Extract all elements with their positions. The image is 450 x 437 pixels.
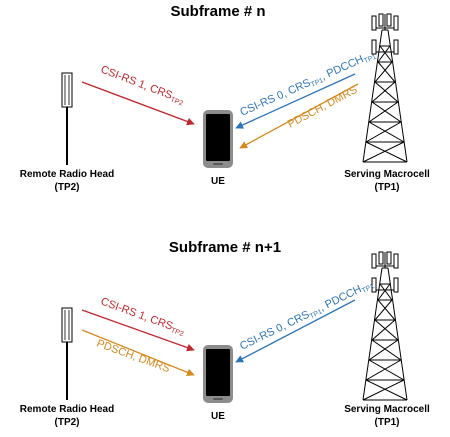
rrh-tp-label: (TP2) [55, 182, 80, 193]
panel-subframe-n-plus-1: Subframe # n+1 Remote Radio Head (TP2) U… [20, 239, 430, 428]
macro-tp-label: (TP1) [375, 182, 400, 193]
macro-tp-label: (TP1) [375, 417, 400, 428]
signal-arrow-data [239, 83, 359, 149]
signal-arrow-data [81, 329, 195, 377]
panel-title: Subframe # n [170, 3, 265, 20]
rrh-name-label: Remote Radio Head [20, 404, 114, 415]
macrocell-tower-icon [362, 13, 408, 163]
signal-arrow-macro-csi [235, 299, 356, 363]
signal-arrow-rrh-csi [81, 309, 195, 352]
smartphone-icon [203, 345, 233, 403]
signal-label-data: PDSCH, DMRS [95, 338, 171, 376]
signal-label-macro-csi: CSI-RS 0, CRSTP1, PDCCHTP1 [238, 278, 376, 354]
remote-radio-head-icon [61, 307, 73, 401]
macrocell-tower-icon [362, 251, 408, 401]
remote-radio-head-icon [61, 72, 73, 166]
rrh-tp-label: (TP2) [55, 417, 80, 428]
rrh-name-label: Remote Radio Head [20, 169, 114, 180]
macro-name-label: Serving Macrocell [344, 404, 430, 415]
macro-name-label: Serving Macrocell [344, 169, 430, 180]
signal-arrow-rrh-csi [81, 81, 195, 126]
panel-title: Subframe # n+1 [169, 239, 281, 256]
ue-label: UE [211, 176, 225, 187]
signal-arrow-macro-csi [235, 73, 356, 129]
smartphone-icon [203, 110, 233, 168]
ue-label: UE [211, 411, 225, 422]
signal-label-rrh-csi: CSI-RS 1, CRSTP2 [99, 64, 187, 108]
panel-subframe-n: Subframe # n Remote Radio Head (TP2) UE … [20, 3, 430, 193]
